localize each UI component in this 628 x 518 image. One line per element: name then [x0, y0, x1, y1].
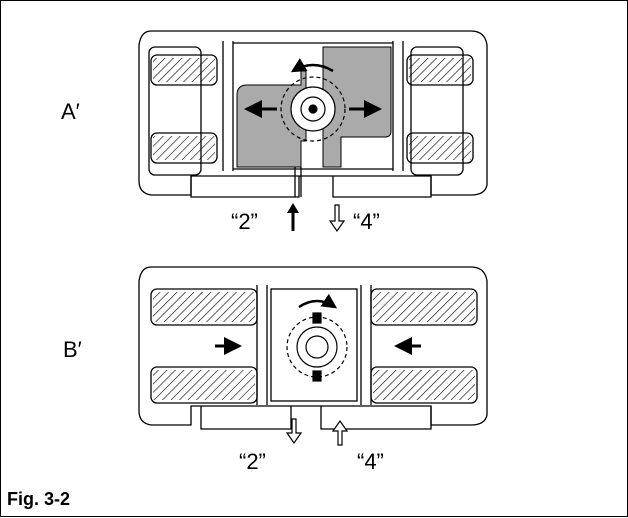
panel-b-port-2-label: “2”	[239, 449, 266, 474]
panel-a-pinion-gear	[280, 76, 346, 142]
panel-a-spring-left-bottom	[150, 132, 218, 164]
panel-a-piston-right	[322, 46, 392, 168]
panel-b-pinion-gear	[286, 312, 348, 382]
panel-b-spring-left-top	[150, 288, 258, 326]
panel-a-outlet-arrow	[328, 204, 346, 233]
panel-b-outlet-arrow	[285, 418, 303, 445]
panel-a-port-2-label: “2”	[231, 209, 258, 234]
panel-b-spring-right-bottom	[370, 366, 478, 404]
panel-a-port-4-label: “4”	[353, 209, 380, 234]
panel-b-port-4-label: “4”	[357, 449, 384, 474]
panel-a-spring-left-top	[150, 54, 218, 86]
panel-a-label: A′	[61, 99, 80, 124]
panel-a-piston-left	[236, 70, 307, 168]
panel-b-spring-left-bottom	[150, 366, 258, 404]
panel-a-spring-right-bottom	[406, 132, 474, 164]
panel-a-spring-right-top	[406, 54, 474, 86]
panel-a-rotation-arrow	[290, 58, 334, 73]
panel-b-spring-right-top	[370, 288, 478, 326]
panel-b-actuator	[138, 266, 488, 430]
panel-a-port-lines	[294, 167, 302, 197]
panel-b-label: B′	[63, 337, 82, 362]
panel-a-actuator	[138, 30, 488, 198]
panel-b-inlet-arrow	[331, 419, 349, 446]
panel-b-rotation-arrow	[298, 293, 338, 309]
figure-caption: Fig. 3-2	[7, 489, 71, 509]
panel-a-inlet-arrow	[287, 203, 299, 231]
